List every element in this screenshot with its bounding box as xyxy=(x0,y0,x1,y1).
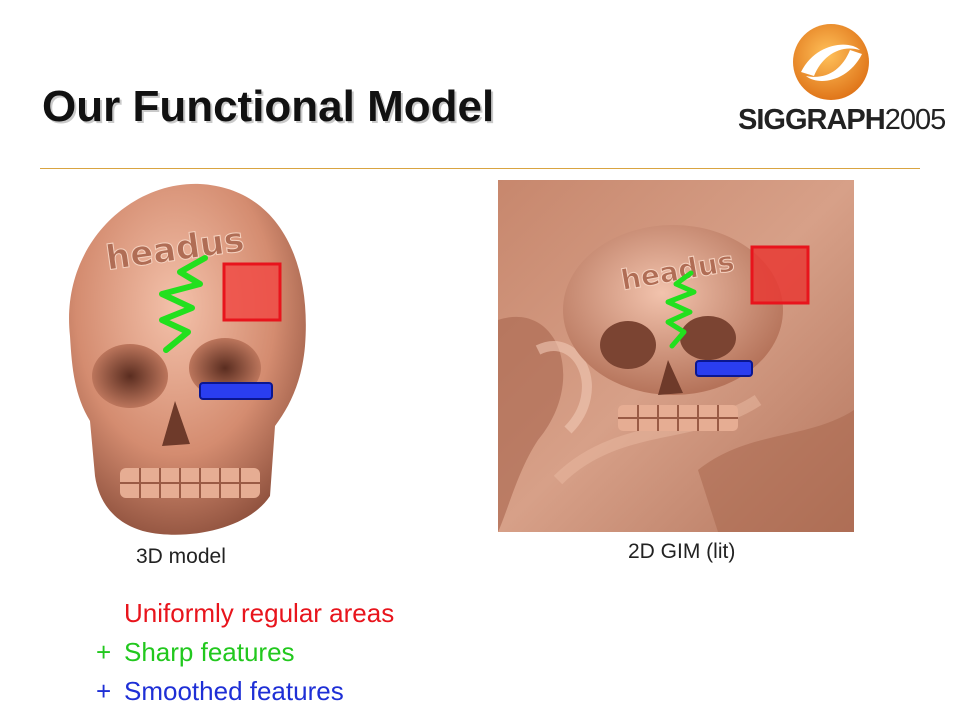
logo-wordmark: SIGGRAPH2005 xyxy=(738,104,947,137)
smooth-feature-marker xyxy=(199,382,273,400)
legend-label-smooth: Smoothed features xyxy=(124,676,344,706)
regular-area-marker-2d xyxy=(750,245,810,305)
sharp-feature-marker-2d xyxy=(665,270,697,349)
legend-label-regular: Uniformly regular areas xyxy=(124,598,395,628)
title-divider xyxy=(40,168,920,169)
legend-row-sharp: + Sharp features xyxy=(96,633,394,672)
legend-row-smooth: + Smoothed features xyxy=(96,672,394,711)
logo-brand: SIGGRAPH xyxy=(738,104,886,136)
regular-area-marker xyxy=(222,262,282,322)
legend-prefix: + xyxy=(96,676,112,706)
right-caption: 2D GIM (lit) xyxy=(628,540,736,563)
sharp-feature-marker xyxy=(159,255,208,353)
gim-2d-image: headus xyxy=(498,180,854,532)
skull-3d-model-image: headus xyxy=(50,176,320,544)
left-caption: 3D model xyxy=(136,545,226,568)
legend-prefix: + xyxy=(96,637,112,667)
feature-legend: Uniformly regular areas +Sharp features … xyxy=(96,594,394,711)
logo-swirl-icon xyxy=(793,24,869,100)
legend-label-sharp: Sharp features xyxy=(124,637,295,667)
logo-year: 2005 xyxy=(884,104,947,136)
smooth-feature-marker-2d xyxy=(695,360,753,377)
slide-title: Our Functional Model xyxy=(42,82,495,131)
siggraph-logo: SIGGRAPH2005 xyxy=(738,20,946,140)
legend-row-regular: Uniformly regular areas xyxy=(96,594,394,633)
